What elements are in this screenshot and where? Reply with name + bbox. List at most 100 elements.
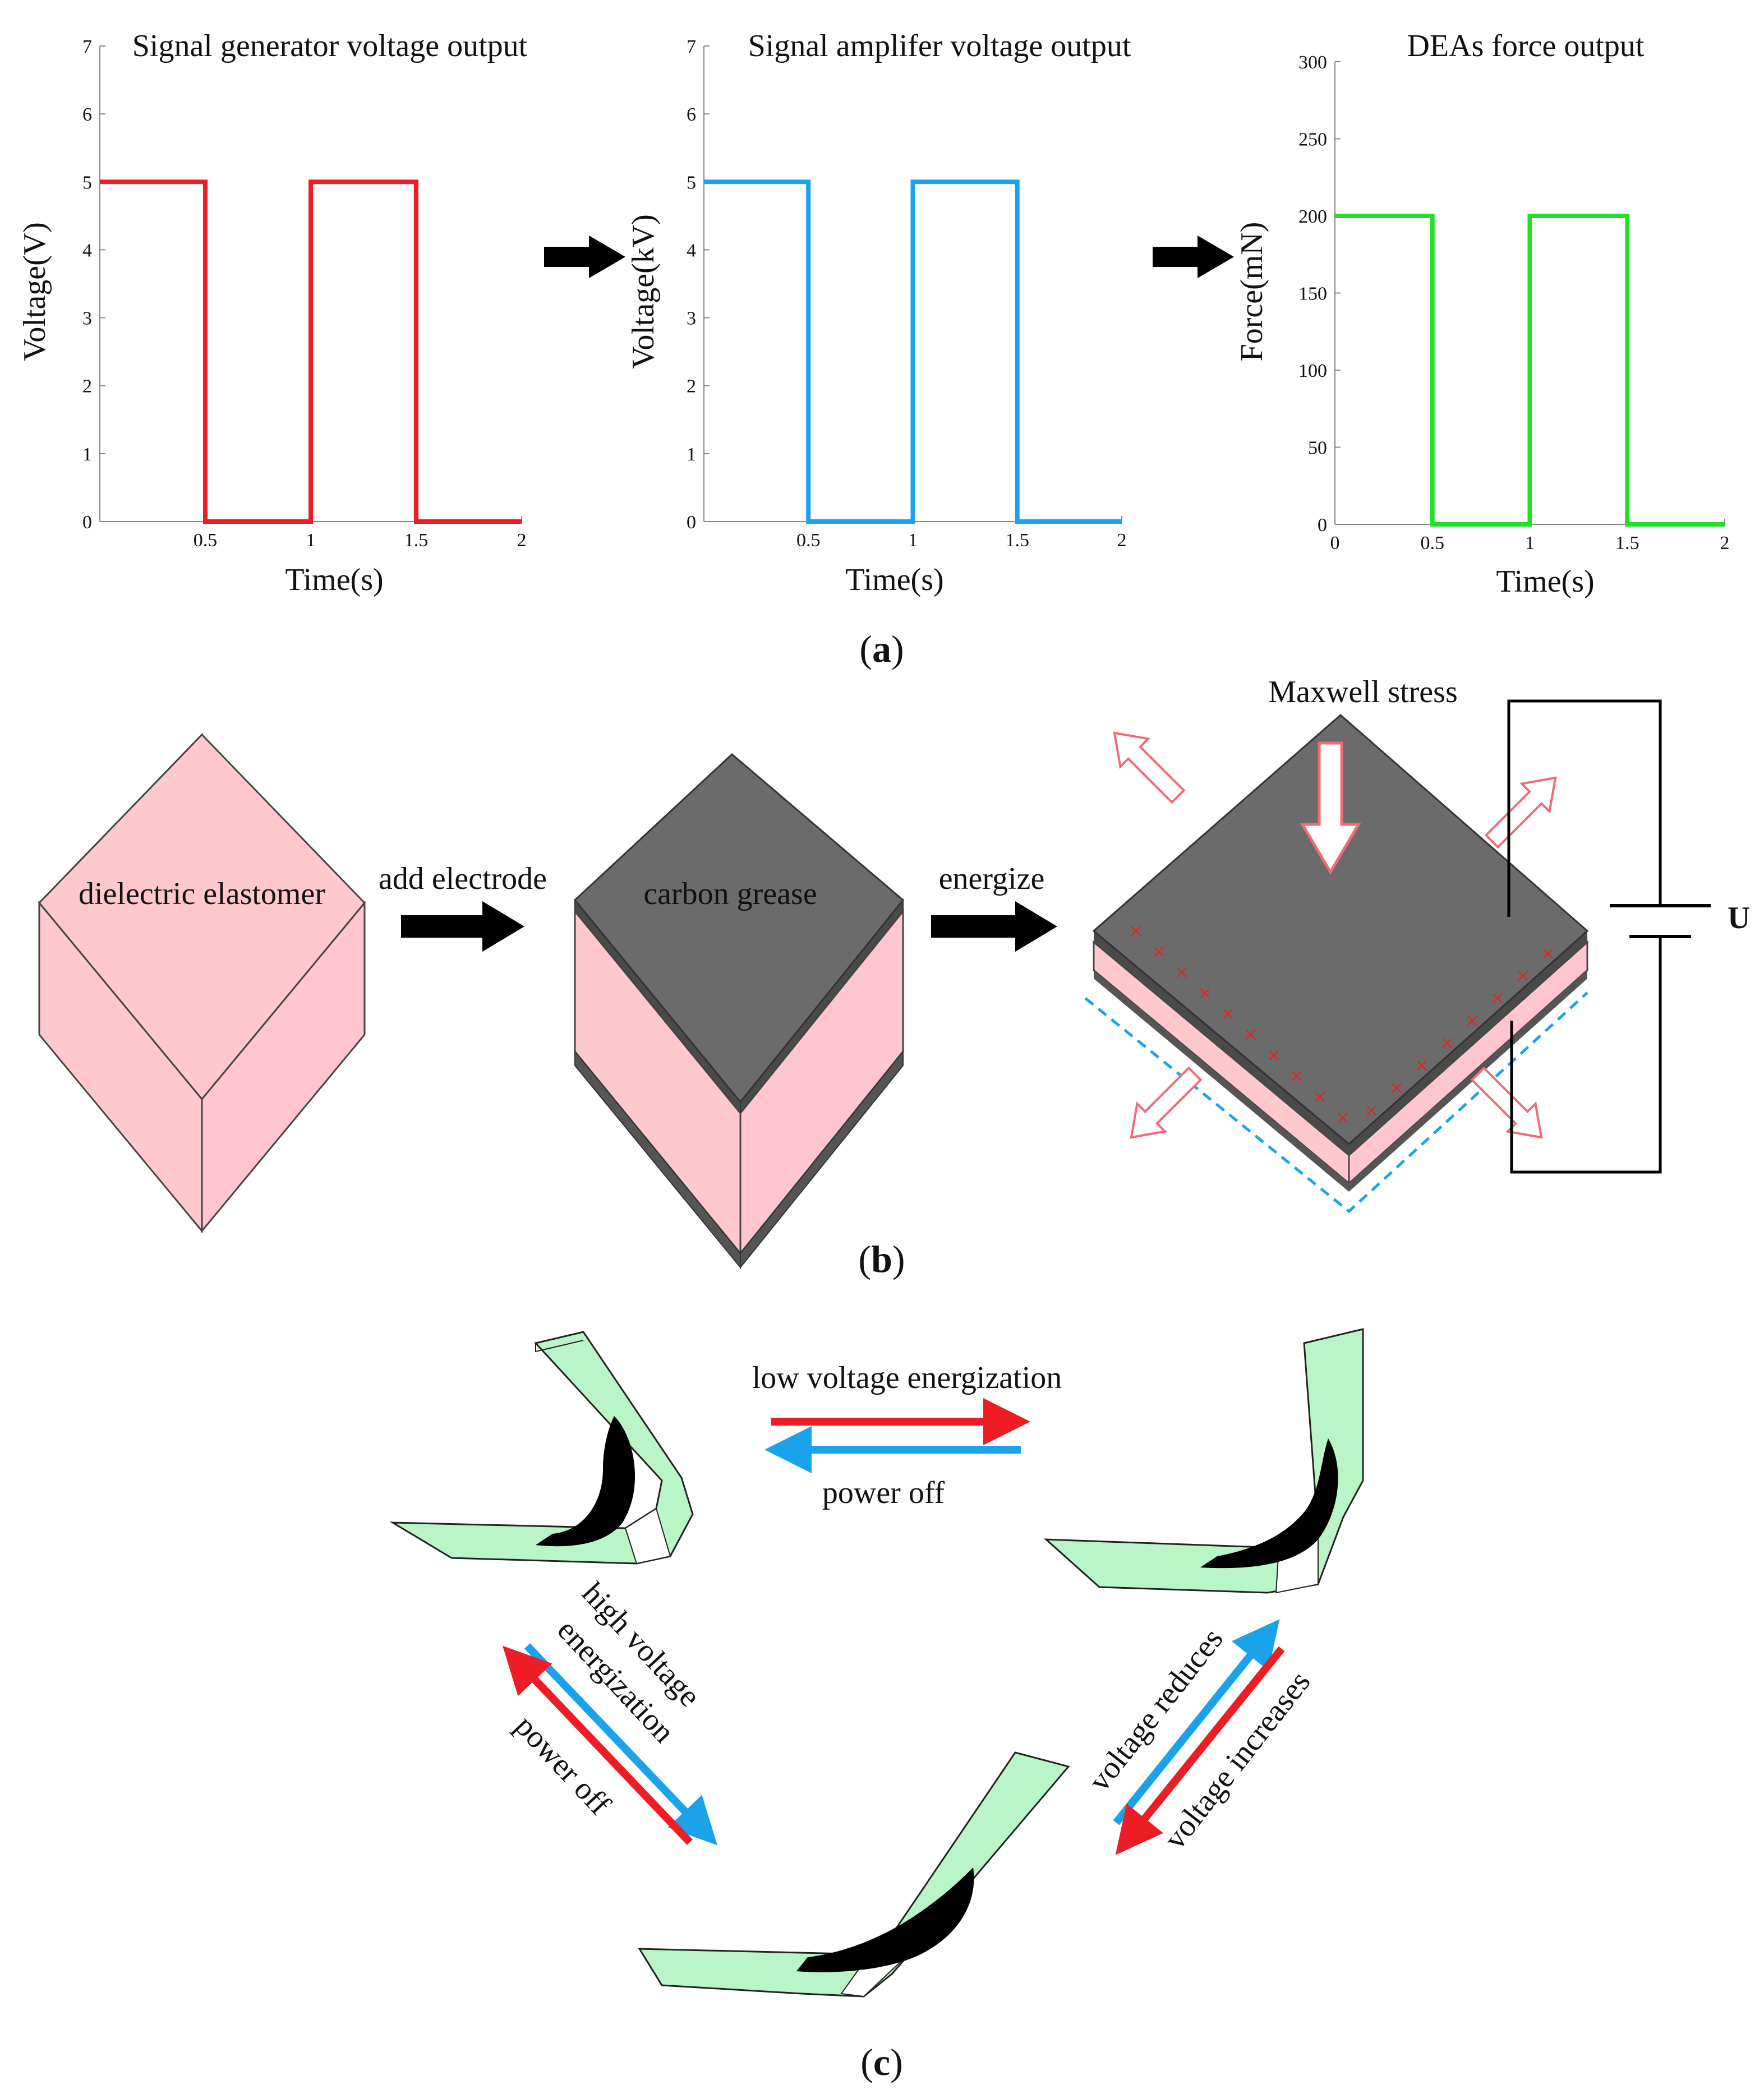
grease-edge-right	[1349, 931, 1587, 1155]
y-tick-label: 4	[82, 240, 92, 261]
y-tick-label: 1	[82, 444, 92, 465]
charge-marker: ×	[1541, 940, 1555, 967]
slab-bottom-left	[1094, 970, 1349, 1192]
add-electrode-label: add electrode	[379, 861, 547, 896]
y-axis-label: Voltage(V)	[17, 222, 52, 361]
y-tick-label: 0	[82, 512, 92, 533]
dielectric-elastomer-block: dielectric elastomer	[38, 732, 366, 1234]
y-tick-label: 50	[1308, 438, 1327, 459]
charge-markers: ××××××××××××××××××	[1129, 917, 1555, 1132]
y-tick-label: 6	[687, 104, 696, 125]
y-tick-label: 100	[1298, 361, 1327, 381]
chart-title: Signal amplifer voltage output	[748, 29, 1131, 63]
x-tick-label: 2	[1720, 533, 1730, 554]
y-tick-label: 5	[82, 172, 92, 193]
y-tick-label: 3	[82, 308, 92, 329]
x-tick-label: 0.5	[796, 530, 821, 551]
circuit-wire-bottom	[1510, 937, 1662, 1174]
low-voltage-energization-label: low voltage energization	[752, 1361, 1062, 1395]
x-tick-label: 2	[1117, 530, 1127, 551]
charge-marker: ×	[1313, 1083, 1327, 1111]
charge-marker: ×	[1516, 962, 1530, 990]
electrode	[536, 1416, 635, 1547]
chart-signal-generator: Signal generator voltage output 01234567…	[17, 29, 528, 597]
y-tick-label: 5	[687, 172, 696, 193]
charge-marker: ×	[1244, 1021, 1258, 1049]
charge-marker: ×	[1491, 985, 1505, 1012]
charge-marker: ×	[1198, 980, 1212, 1007]
charge-marker: ×	[1152, 938, 1166, 966]
stretched-outline	[1084, 992, 1588, 1214]
slab-bottom-right	[1349, 970, 1587, 1192]
charge-marker: ×	[1129, 917, 1143, 945]
expansion-arrow-se	[1470, 1066, 1543, 1139]
electrode	[796, 1867, 974, 1972]
y-tick-label: 200	[1298, 206, 1327, 227]
block-front-right	[201, 900, 366, 1234]
energize-step: energize	[931, 861, 1057, 952]
caption-b: (b)	[858, 1238, 905, 1280]
charge-marker: ×	[1336, 1104, 1350, 1132]
high-voltage-arrow	[524, 1643, 717, 1846]
charge-marker: ×	[1365, 1097, 1379, 1124]
x-tick-label: 0.5	[1421, 533, 1445, 554]
film	[389, 1331, 694, 1565]
chart-title: DEAs force output	[1407, 29, 1644, 63]
step-arrow-2	[931, 901, 1057, 952]
series-line	[704, 179, 1122, 524]
series-line	[1335, 214, 1725, 527]
chart-title: Signal generator voltage output	[132, 29, 528, 63]
maxwell-stress-label: Maxwell stress	[1268, 675, 1458, 709]
charge-marker: ×	[1440, 1030, 1454, 1057]
y-tick-label: 300	[1298, 52, 1327, 73]
carbon-grease-block: carbon grease	[573, 753, 905, 1269]
grease-edge-left	[1094, 931, 1349, 1155]
caption-c: (c)	[860, 2041, 903, 2083]
energize-label: energize	[939, 861, 1045, 896]
maxwell-stress-arrow	[1300, 741, 1361, 875]
film-hinge	[624, 1507, 671, 1565]
power-circuit	[1507, 699, 1711, 1174]
x-tick-label: 1	[908, 530, 918, 551]
slab-top	[1092, 714, 1589, 1145]
y-axis-label: Force(mN)	[1235, 222, 1269, 362]
circuit-wire-top	[1507, 699, 1662, 917]
expansion-arrows	[1113, 731, 1557, 1139]
voltage-label: U	[1728, 901, 1750, 935]
charge-marker: ×	[1290, 1063, 1304, 1090]
x-axis-label: Time(s)	[285, 562, 383, 597]
charge-marker: ×	[1390, 1075, 1404, 1102]
actuator-state-low-voltage	[1043, 1328, 1364, 1594]
actuator-state-relaxed	[389, 1331, 694, 1565]
x-axis-label: Time(s)	[845, 562, 943, 597]
actuator-state-high-voltage	[638, 1751, 1070, 1998]
y-tick-label: 4	[687, 240, 696, 261]
grease-top	[573, 753, 905, 1104]
series-line	[100, 179, 522, 524]
y-tick-label: 250	[1298, 130, 1327, 150]
x-tick-label: 0	[1330, 533, 1340, 554]
x-tick-label: 2	[517, 530, 527, 551]
charge-marker: ×	[1466, 1007, 1480, 1035]
y-tick-label: 0	[1318, 515, 1327, 536]
charge-marker: ×	[1415, 1052, 1429, 1080]
y-tick-label: 0	[687, 512, 696, 533]
y-tick-label: 7	[687, 36, 696, 57]
chart-signal-amplifier: Signal amplifer voltage output 01234567 …	[626, 29, 1131, 597]
electrode	[1200, 1438, 1338, 1569]
grease-bottom-right	[740, 1050, 904, 1269]
voltage-increases-arrow	[1115, 1646, 1285, 1855]
add-electrode-step: add electrode	[379, 861, 547, 952]
x-tick-label: 1.5	[1615, 533, 1639, 554]
caption-a: (a)	[859, 628, 904, 670]
step-arrow-1	[401, 901, 524, 952]
charge-marker: ×	[1267, 1042, 1281, 1069]
dielectric-elastomer-label: dielectric elastomer	[79, 877, 325, 911]
energized-dea: ×××××××××××××××××× Maxwell stress U	[1084, 675, 1750, 1214]
y-tick-label: 3	[687, 308, 696, 329]
